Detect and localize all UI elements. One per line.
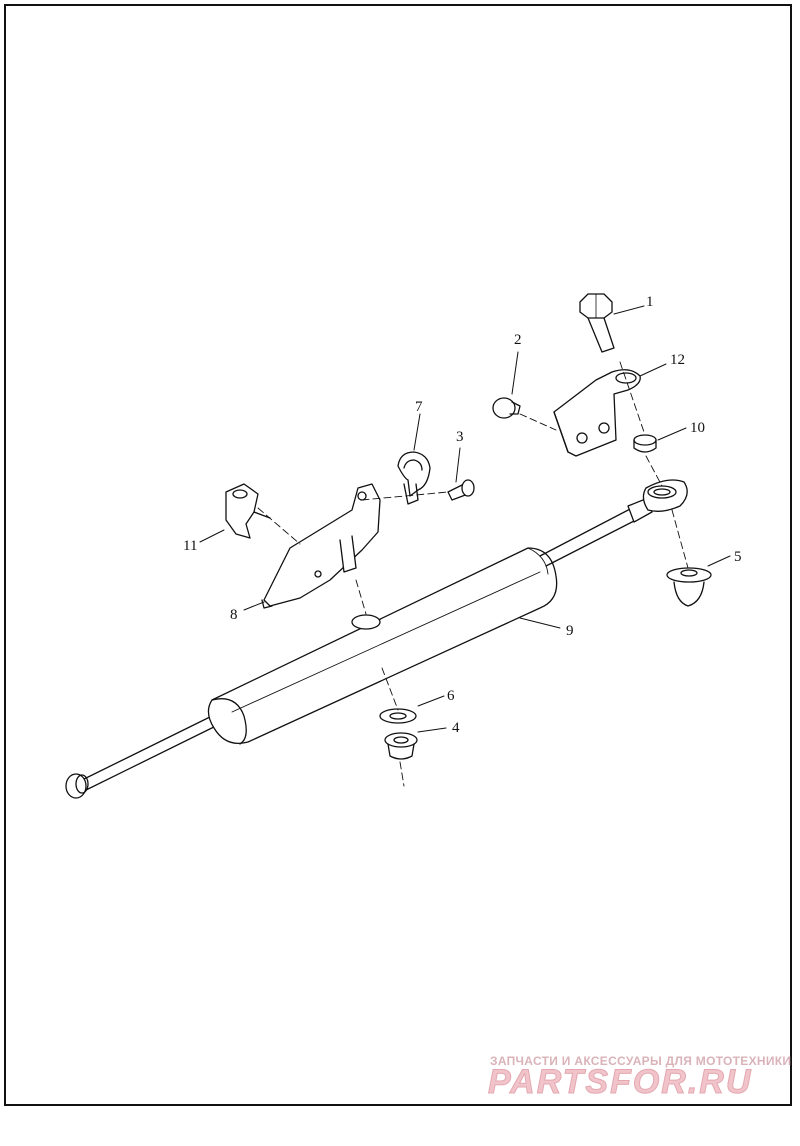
callout-10: 10 — [690, 420, 705, 436]
part-4-nut — [384, 732, 418, 760]
part-8-mount-bracket — [261, 483, 381, 609]
callout-6: 6 — [447, 688, 455, 704]
part-9-steering-damper — [65, 497, 653, 799]
part-rod-end — [642, 479, 688, 512]
part-7-clamp — [397, 451, 431, 505]
part-bushing — [351, 614, 381, 630]
part-1-bolt — [579, 293, 615, 353]
callout-11: 11 — [183, 538, 197, 554]
part-3-screw — [447, 479, 475, 501]
watermark-tagline: ЗАПЧАСТИ И АКСЕССУАРЫ ДЛЯ МОТОТЕХНИКИ — [490, 1054, 792, 1068]
callout-8: 8 — [230, 607, 238, 623]
part-6-washer — [379, 708, 417, 724]
callout-5: 5 — [734, 549, 742, 565]
callout-1: 1 — [646, 294, 654, 310]
part-5-cap — [666, 567, 712, 607]
assembly-centerlines — [257, 361, 689, 787]
part-12-bracket — [553, 369, 641, 457]
part-2-grommet — [492, 397, 521, 419]
callout-4: 4 — [452, 720, 460, 736]
callout-3: 3 — [456, 429, 464, 445]
callout-2: 2 — [514, 332, 522, 348]
part-11-bracket — [225, 483, 271, 539]
watermark-logo: PARTSFOR.RU — [487, 1063, 753, 1102]
callout-leaders — [199, 305, 731, 733]
callout-12: 12 — [670, 352, 685, 368]
callout-9: 9 — [566, 623, 574, 639]
part-10-spacer — [633, 434, 657, 453]
diagram-frame — [4, 4, 792, 1106]
callout-7: 7 — [415, 399, 423, 415]
